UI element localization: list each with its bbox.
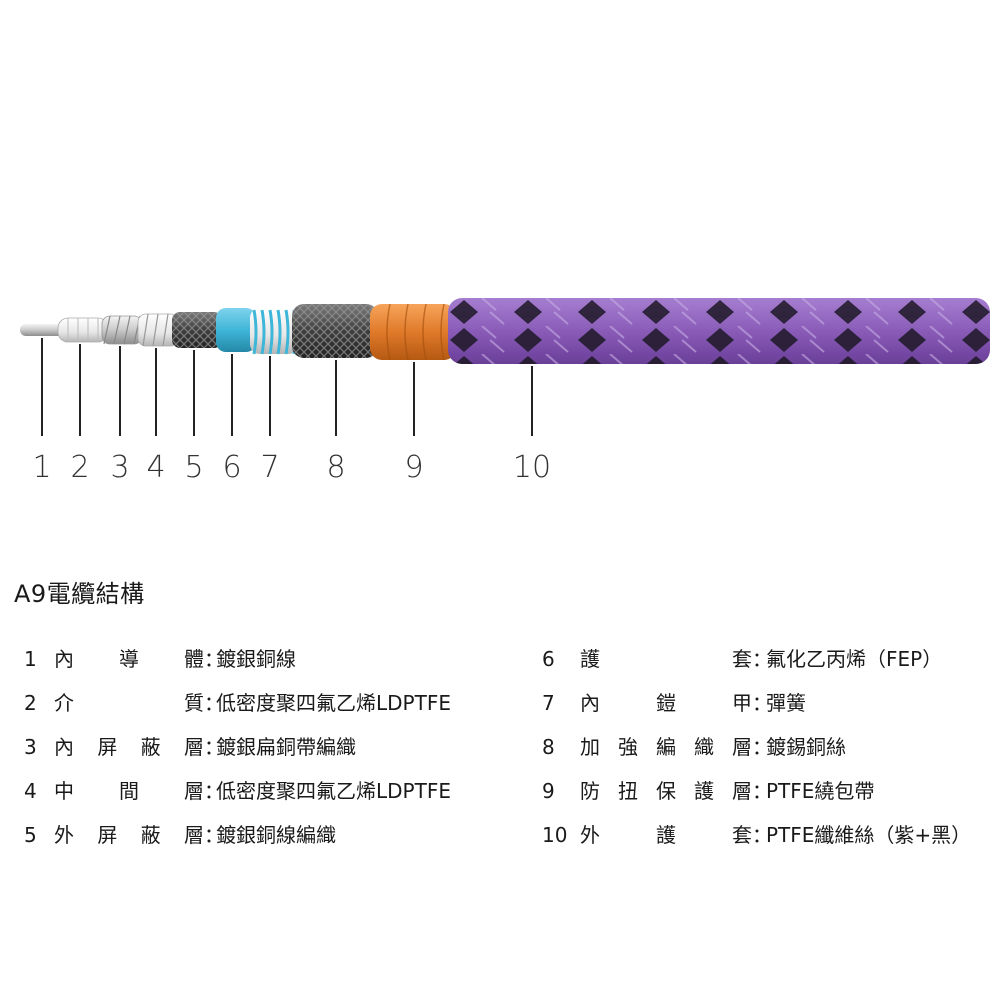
layer-number-2: 2 bbox=[70, 450, 90, 485]
spec-name: 內導體 bbox=[54, 647, 204, 671]
layer-number-8: 8 bbox=[326, 450, 346, 485]
spec-value: 鍍銀扁銅帶編織 bbox=[216, 735, 356, 759]
layer-number-10: 10 bbox=[512, 450, 552, 485]
spec-colon: ： bbox=[752, 691, 772, 715]
spec-name: 外護套 bbox=[580, 823, 752, 847]
spec-number: 4 bbox=[24, 779, 37, 803]
leader-lines bbox=[41, 338, 533, 436]
spec-colon: ： bbox=[752, 735, 772, 759]
spec-colon: ： bbox=[204, 779, 224, 803]
spec-colon: ： bbox=[204, 647, 224, 671]
spec-value: PTFE纖維絲（紫+黑） bbox=[766, 823, 972, 847]
layer-number-4: 4 bbox=[146, 450, 166, 485]
spec-colon: ： bbox=[752, 647, 772, 671]
layer-6-fep-jacket bbox=[216, 308, 256, 352]
cable-diagram bbox=[20, 298, 990, 436]
spec-name: 加強編織層 bbox=[580, 735, 752, 759]
layer-2-dielectric bbox=[57, 317, 109, 343]
spec-colon: ： bbox=[752, 779, 772, 803]
spec-value: 彈簧 bbox=[766, 691, 806, 715]
spec-colon: ： bbox=[204, 691, 224, 715]
layer-number-3: 3 bbox=[110, 450, 130, 485]
spec-number: 5 bbox=[24, 823, 37, 847]
spec-value: 鍍銀銅線編織 bbox=[216, 823, 336, 847]
spec-value: 氟化乙丙烯（FEP） bbox=[766, 647, 943, 671]
layer-10-outer-jacket bbox=[448, 298, 990, 364]
layer-1-inner-conductor bbox=[20, 324, 64, 336]
spec-value: 低密度聚四氟乙烯LDPTFE bbox=[216, 779, 451, 803]
spec-number: 3 bbox=[24, 735, 37, 759]
layer-3-inner-shield bbox=[101, 315, 143, 345]
spec-number: 9 bbox=[542, 779, 555, 803]
spec-number: 1 bbox=[24, 647, 37, 671]
spec-name: 防扭保護層 bbox=[580, 779, 752, 803]
layer-number-6: 6 bbox=[222, 450, 242, 485]
layer-number-1: 1 bbox=[32, 450, 52, 485]
spec-colon: ： bbox=[204, 735, 224, 759]
layer-number-9: 9 bbox=[404, 450, 424, 485]
spec-number: 6 bbox=[542, 647, 555, 671]
spec-name: 外屏蔽層 bbox=[54, 823, 204, 847]
spec-value: PTFE繞包帶 bbox=[766, 779, 875, 803]
spec-name: 內鎧甲 bbox=[580, 691, 752, 715]
layer-5-outer-shield bbox=[172, 312, 222, 348]
spec-number: 7 bbox=[542, 691, 555, 715]
layer-number-5: 5 bbox=[184, 450, 204, 485]
spec-value: 低密度聚四氟乙烯LDPTFE bbox=[216, 691, 451, 715]
page-title: A9電纜結構 bbox=[14, 580, 145, 608]
spec-name: 護套 bbox=[580, 647, 752, 671]
spec-name: 中間層 bbox=[54, 779, 204, 803]
layer-8-reinforcement-braid bbox=[292, 304, 378, 358]
layer-7-spring-armor bbox=[250, 308, 298, 355]
spec-number: 2 bbox=[24, 691, 37, 715]
spec-name: 介質 bbox=[54, 691, 204, 715]
spec-number: 10 bbox=[542, 823, 568, 847]
spec-value: 鍍錫銅絲 bbox=[766, 735, 846, 759]
layer-9-ptfe-tape bbox=[370, 303, 456, 361]
spec-number: 8 bbox=[542, 735, 555, 759]
spec-colon: ： bbox=[752, 823, 772, 847]
layer-number-7: 7 bbox=[260, 450, 280, 485]
spec-value: 鍍銀銅線 bbox=[216, 647, 296, 671]
spec-name: 內屏蔽層 bbox=[54, 735, 204, 759]
spec-colon: ： bbox=[204, 823, 224, 847]
